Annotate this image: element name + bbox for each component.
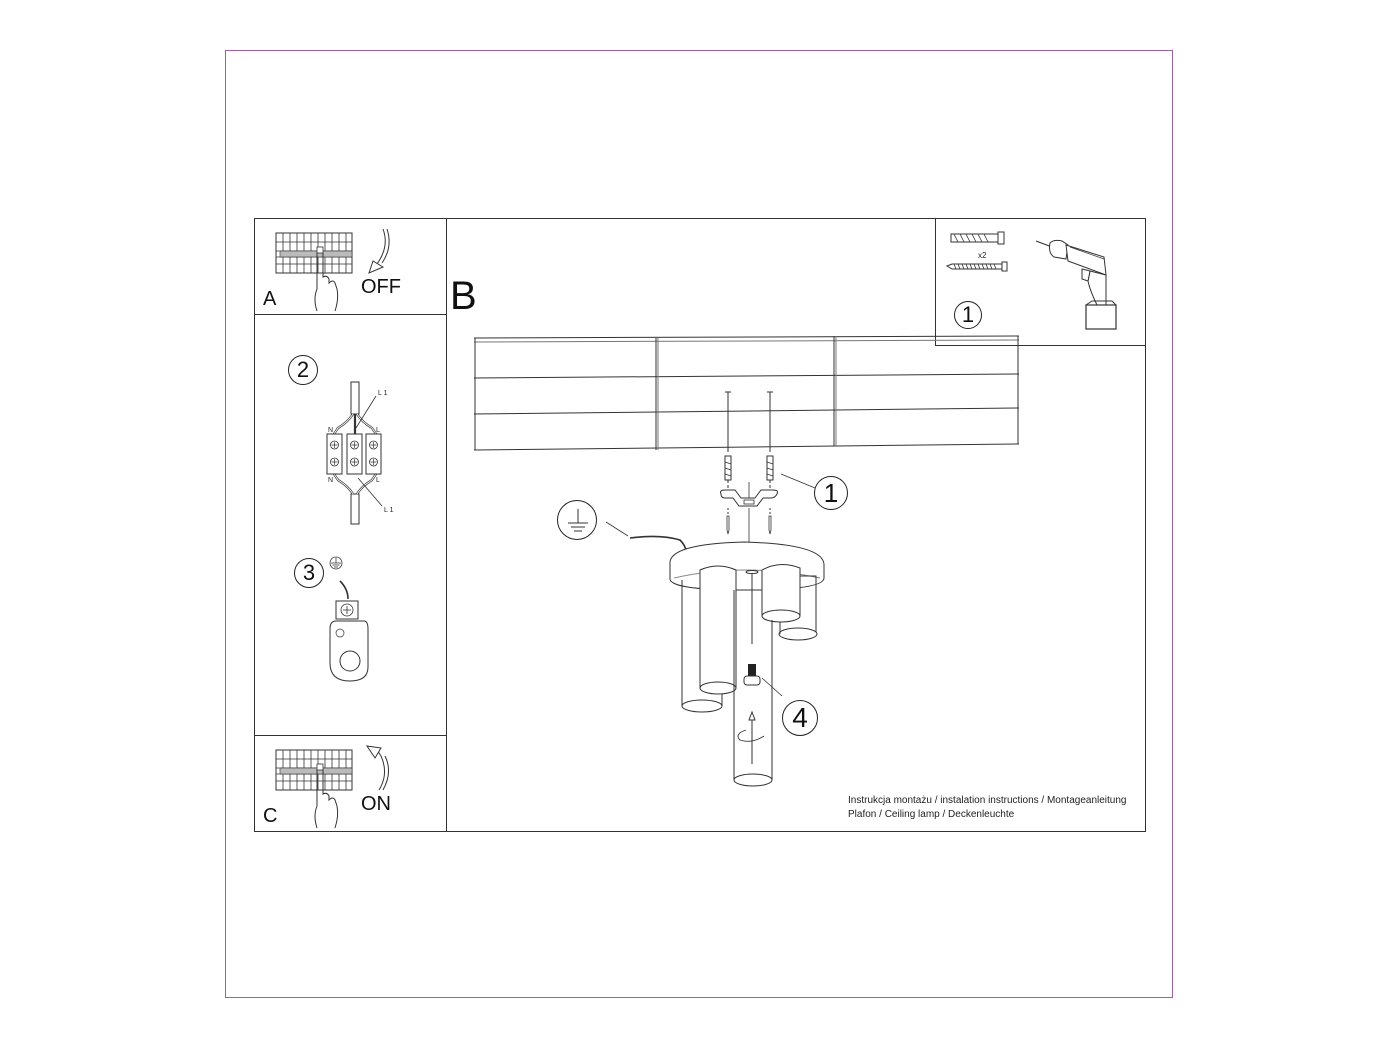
step-a-panel: A OFF	[254, 218, 447, 315]
svg-text:L 1: L 1	[378, 390, 388, 397]
instruction-sheet	[254, 218, 1146, 832]
on-label: ON	[361, 793, 391, 815]
ground-leader-line	[605, 521, 687, 553]
wall-plug-anchor-icon	[950, 231, 1005, 245]
power-drill-icon	[1035, 239, 1117, 330]
svg-text:x2: x2	[978, 251, 987, 260]
ceiling-panels-diagram	[473, 335, 1020, 452]
step-a-letter: A	[263, 288, 277, 310]
arrow-down-icon	[368, 228, 390, 274]
step-1-mount-badge: 1	[814, 476, 848, 510]
off-label: OFF	[361, 276, 401, 298]
svg-text:L: L	[376, 427, 380, 434]
terminal-block-wiring-diagram: L 1 N L N L L 1	[326, 381, 394, 525]
page-frame	[225, 50, 1173, 998]
ground-callout-badge	[557, 500, 597, 540]
step-4-number: 4	[792, 702, 808, 733]
step-b-letter: B	[450, 274, 477, 318]
ceiling-lamp-diagram	[669, 541, 825, 787]
step-2-number: 2	[296, 357, 310, 382]
svg-text:N: N	[328, 427, 333, 434]
screw-icon	[945, 261, 1008, 272]
svg-text:N: N	[328, 477, 333, 484]
circuit-breaker-off-icon	[275, 232, 353, 312]
mounting-bracket-diagram	[720, 455, 816, 542]
step-1-number: 1	[961, 302, 975, 327]
step-3-number: 3	[302, 560, 316, 585]
ground-terminal-diagram	[329, 556, 369, 682]
column-divider	[446, 218, 447, 832]
tools-panel: x2 1	[935, 218, 1146, 346]
svg-text:L: L	[376, 477, 380, 484]
step-1-mount-number: 1	[823, 477, 839, 508]
document-title-block: Instrukcja montażu / instalation instruc…	[848, 794, 1127, 822]
earth-ground-icon	[568, 509, 588, 532]
step-c-letter: C	[263, 805, 278, 827]
x2-quantity: x2	[978, 251, 987, 260]
svg-text:L 1: L 1	[384, 507, 394, 514]
step-1-badge: 1	[954, 301, 982, 329]
instructions-title: Instrukcja montażu / instalation instruc…	[848, 795, 1127, 806]
step-c-panel: C ON	[254, 735, 447, 832]
product-title: Plafon / Ceiling lamp / Deckenleuchte	[848, 809, 1015, 820]
arrow-up-icon	[365, 745, 389, 791]
step-3-badge: 3	[294, 558, 324, 588]
circuit-breaker-on-icon	[275, 749, 353, 829]
step-4-badge: 4	[782, 700, 818, 736]
step-2-badge: 2	[288, 355, 318, 385]
